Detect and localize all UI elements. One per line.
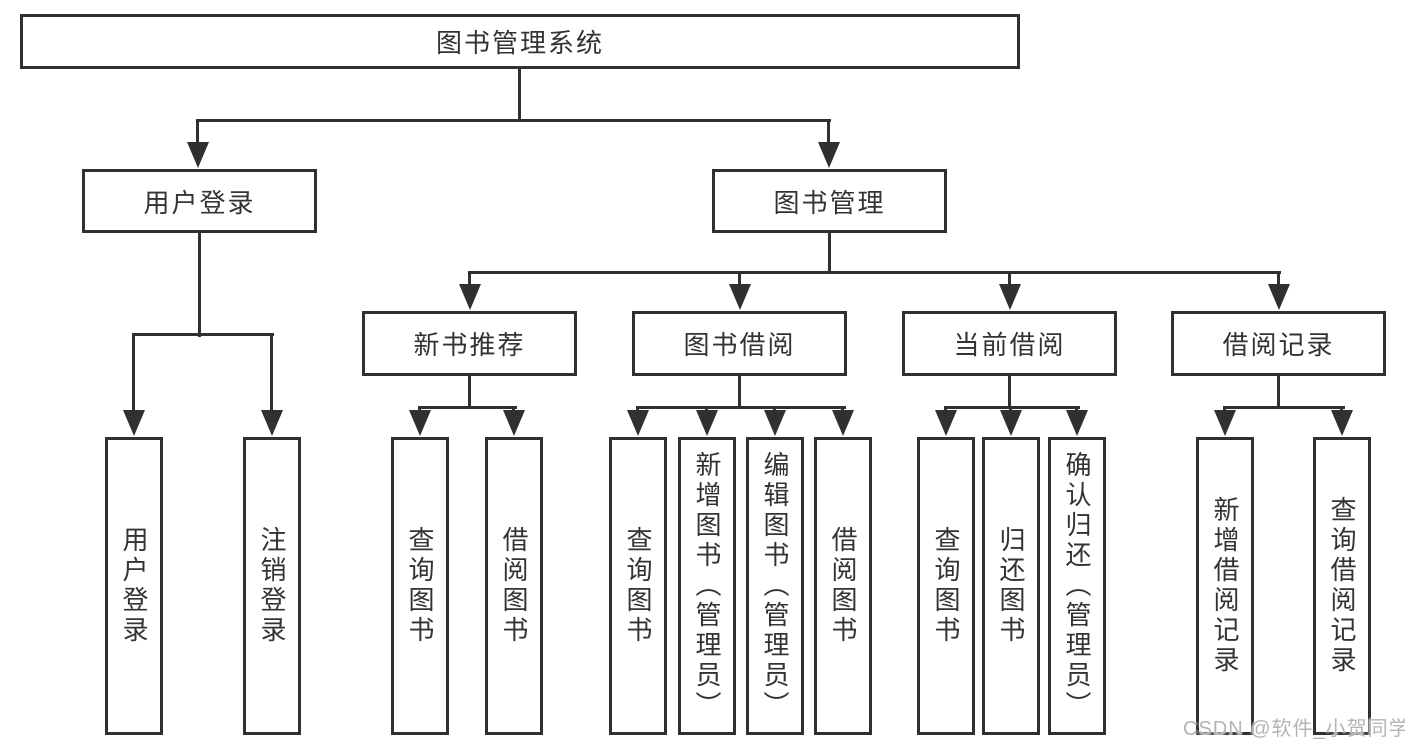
arrow-down bbox=[999, 284, 1021, 310]
arrow-down bbox=[261, 410, 283, 436]
node-book-management: 图书管理 bbox=[712, 169, 947, 233]
connector-line bbox=[468, 376, 471, 409]
node-current-borrow: 当前借阅 bbox=[902, 311, 1117, 376]
leaf-records-add-record: 新增借阅记录 bbox=[1196, 437, 1254, 735]
connector-line bbox=[636, 406, 846, 409]
connector-line bbox=[1340, 406, 1343, 413]
leaf-borrow-query-books: 查询图书 bbox=[609, 437, 667, 735]
connector-line bbox=[841, 406, 844, 413]
connector-line bbox=[705, 406, 708, 413]
arrow-down bbox=[627, 410, 649, 436]
arrow-down bbox=[123, 410, 145, 436]
node-root: 图书管理系统 bbox=[20, 14, 1020, 69]
connector-line bbox=[1009, 406, 1012, 413]
connector-line bbox=[1223, 406, 1226, 413]
leaf-records-query-record: 查询借阅记录 bbox=[1313, 437, 1371, 735]
connector-line bbox=[1008, 271, 1011, 286]
connector-line bbox=[828, 233, 831, 274]
arrow-down bbox=[764, 410, 786, 436]
arrow-down bbox=[832, 410, 854, 436]
connector-line bbox=[738, 376, 741, 409]
leaf-newbook-query-books: 查询图书 bbox=[391, 437, 449, 735]
arrow-down bbox=[459, 284, 481, 310]
arrow-down bbox=[503, 410, 525, 436]
arrow-down bbox=[696, 410, 718, 436]
leaf-logout: 注销登录 bbox=[243, 437, 301, 735]
arrow-down bbox=[1066, 410, 1088, 436]
connector-line bbox=[1223, 406, 1345, 409]
connector-line bbox=[132, 333, 274, 336]
leaf-borrow-add-books-admin: 新增图书（管理员） bbox=[678, 437, 736, 735]
connector-line bbox=[1008, 376, 1011, 409]
arrow-down bbox=[1214, 410, 1236, 436]
arrow-down bbox=[935, 410, 957, 436]
leaf-current-query-books: 查询图书 bbox=[917, 437, 975, 735]
watermark: CSDN @软件_小贺同学 bbox=[1183, 718, 1405, 740]
connector-line bbox=[468, 271, 1281, 274]
connector-line bbox=[270, 333, 273, 412]
leaf-current-confirm-return-admin: 确认归还（管理员） bbox=[1048, 437, 1106, 735]
connector-line bbox=[418, 406, 517, 409]
arrow-down bbox=[1268, 284, 1290, 310]
connector-line bbox=[944, 406, 947, 413]
arrow-down bbox=[818, 142, 840, 168]
leaf-newbook-borrow-books: 借阅图书 bbox=[485, 437, 543, 735]
arrow-down bbox=[409, 410, 431, 436]
arrow-down bbox=[187, 142, 209, 168]
connector-line bbox=[1277, 376, 1280, 409]
connector-line bbox=[1277, 271, 1280, 286]
connector-line bbox=[418, 406, 421, 413]
leaf-borrow-borrow-books: 借阅图书 bbox=[814, 437, 872, 735]
connector-line bbox=[132, 333, 135, 412]
leaf-borrow-edit-books-admin: 编辑图书（管理员） bbox=[746, 437, 804, 735]
node-new-book-recommend: 新书推荐 bbox=[362, 311, 577, 376]
connector-line bbox=[198, 233, 201, 337]
connector-line bbox=[196, 119, 199, 144]
connector-line bbox=[518, 69, 521, 121]
node-borrow-records: 借阅记录 bbox=[1171, 311, 1386, 376]
connector-line bbox=[512, 406, 515, 413]
node-book-borrow: 图书借阅 bbox=[632, 311, 847, 376]
connector-line bbox=[738, 271, 741, 286]
connector-line bbox=[468, 271, 471, 286]
connector-line bbox=[197, 119, 831, 122]
arrow-down bbox=[729, 284, 751, 310]
connector-line bbox=[636, 406, 639, 413]
leaf-current-return-books: 归还图书 bbox=[982, 437, 1040, 735]
connector-line bbox=[1075, 406, 1078, 413]
node-user-login: 用户登录 bbox=[82, 169, 317, 233]
connector-line bbox=[827, 119, 830, 144]
connector-line bbox=[773, 406, 776, 413]
arrow-down bbox=[1000, 410, 1022, 436]
leaf-user-login: 用户登录 bbox=[105, 437, 163, 735]
connector-line bbox=[944, 406, 1080, 409]
arrow-down bbox=[1331, 410, 1353, 436]
